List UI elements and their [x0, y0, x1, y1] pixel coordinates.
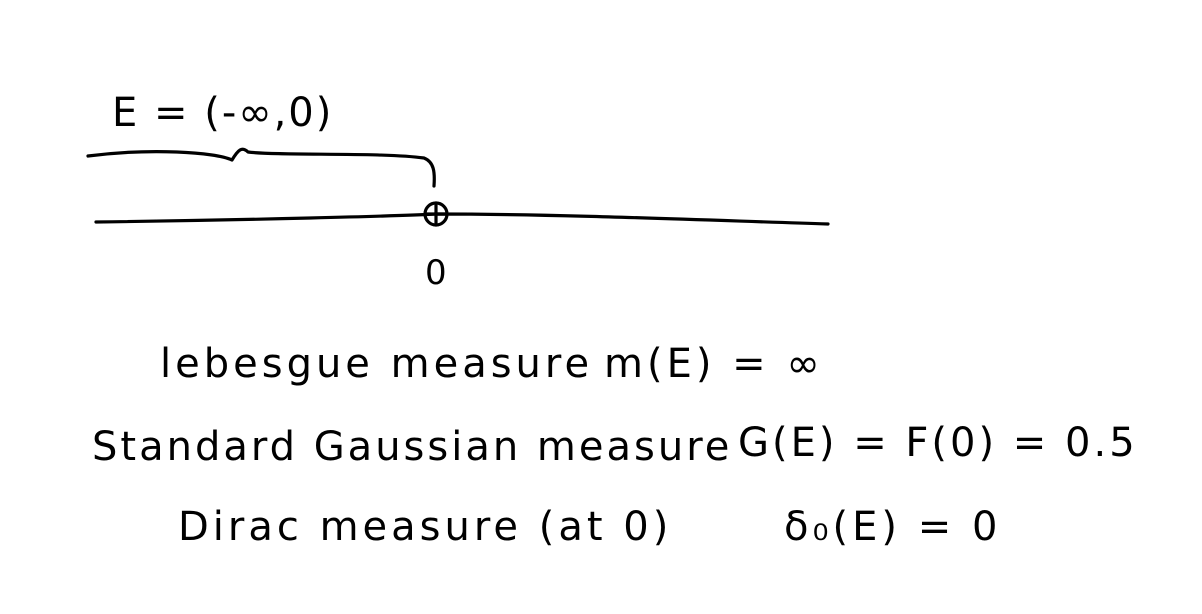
number-line	[94, 212, 830, 226]
set-label: E = (-∞,0)	[112, 90, 333, 136]
row-gaussian-formula: G(E) = F(0) = 0.5	[738, 420, 1138, 466]
row-dirac-formula: δ₀(E) = 0	[784, 504, 1001, 550]
origin-label: 0	[425, 253, 447, 293]
row-lebesgue-formula: m(E) = ∞	[604, 341, 824, 387]
interval-brace	[86, 147, 436, 188]
row-dirac-measure: Dirac measure (at 0)	[178, 504, 672, 550]
row-lebesgue-measure: lebesgue measure	[160, 341, 593, 387]
row-gaussian-measure: Standard Gaussian measure	[92, 424, 732, 470]
origin-marker	[423, 201, 449, 227]
